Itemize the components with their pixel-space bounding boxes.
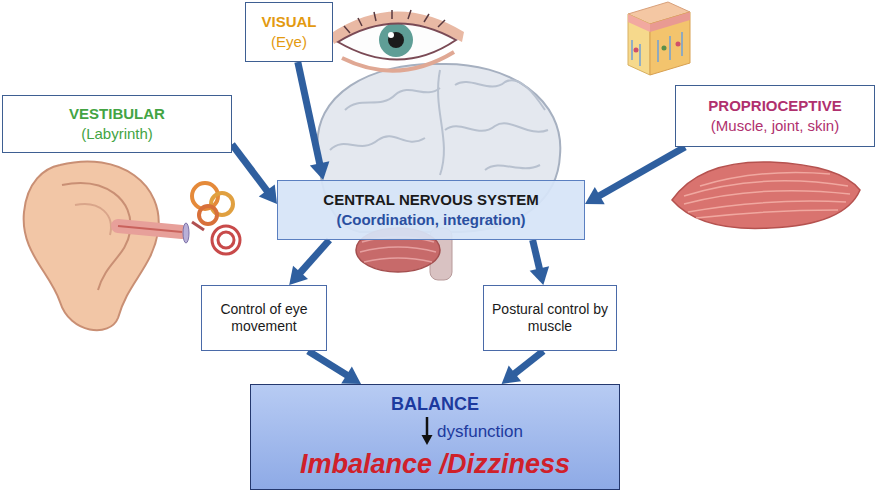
brain-illustration-part	[318, 64, 561, 232]
brain-illustration-part	[330, 136, 425, 150]
node-heading: Control of eye movement	[208, 301, 320, 335]
flow-arrow	[232, 144, 277, 204]
muscle-illustration-part	[684, 173, 850, 219]
skin-illustration-part	[632, 32, 682, 66]
node-heading: CENTRAL NERVOUS SYSTEM	[323, 191, 538, 209]
node-text: Imbalance /Dizziness	[300, 448, 570, 480]
eye-illustration-part	[344, 10, 445, 33]
skin-illustration-part	[650, 12, 690, 32]
flow-arrow	[530, 240, 549, 285]
flow-arrow-shaft	[232, 144, 269, 193]
eye-iris-part	[388, 32, 394, 38]
brain-illustration-part	[438, 70, 444, 175]
skin-illustration-part	[634, 48, 639, 53]
eye-illustration	[330, 10, 464, 71]
flow-arrow-head	[585, 187, 605, 204]
ear-illustration-part	[118, 226, 182, 232]
flow-arrow-head	[502, 366, 522, 384]
node-text: (Eye)	[271, 33, 307, 51]
node-text: (Muscle, joint, skin)	[711, 117, 839, 135]
ear-illustration-part	[24, 161, 159, 330]
sense-box: PROPRIOCEPTIVE (Muscle, joint, skin)	[675, 85, 875, 147]
node-text: (Coordination, integration)	[336, 211, 525, 229]
eye-illustration-part	[342, 52, 454, 71]
flow-arrow-shaft	[513, 351, 544, 375]
brain-illustration-part	[455, 80, 545, 110]
node-heading: BALANCE	[391, 394, 479, 416]
brain-illustration-part	[345, 88, 440, 110]
node-heading: Postural control by muscle	[490, 301, 610, 335]
flow-arrow	[308, 351, 361, 384]
sense-box: VESTIBULAR (Labyrinth)	[2, 95, 232, 153]
flow-arrow-head	[530, 266, 549, 285]
eye-iris	[379, 23, 413, 57]
node-heading: PROPRIOCEPTIVE	[708, 97, 841, 115]
brain-illustration-part	[360, 237, 436, 262]
flow-arrow	[502, 351, 544, 384]
flow-arrow	[289, 240, 329, 285]
node-text: dysfunction	[437, 422, 523, 442]
flow-arrow-head	[310, 161, 330, 180]
skin-illustration-part	[662, 46, 667, 51]
flow-arrow-head	[289, 266, 308, 285]
eye-illustration-part	[338, 23, 456, 59]
process-box: Postural control by muscle	[483, 285, 617, 351]
brain-illustration-part	[445, 123, 548, 131]
integration-box: CENTRAL NERVOUS SYSTEM (Coordination, int…	[277, 180, 585, 240]
eye-illustration-part	[338, 23, 456, 59]
ear-illustration-part	[62, 183, 131, 290]
ear-illustration-part	[199, 206, 217, 224]
down-arrow-head	[422, 435, 433, 445]
ear-illustration-part	[183, 223, 189, 243]
ear-illustration-part	[212, 226, 240, 254]
flow-arrow-shaft	[308, 351, 349, 377]
eye-iris-part	[388, 32, 404, 48]
dysfunction-row: dysfunction	[259, 416, 611, 446]
muscle-illustration	[672, 162, 860, 229]
node-heading: VISUAL	[261, 13, 316, 31]
ear-illustration-part	[75, 204, 111, 235]
flow-arrow-shaft	[533, 240, 540, 271]
down-arrow	[421, 417, 433, 445]
flow-arrow-head	[259, 184, 277, 204]
flow-arrow-shaft	[597, 147, 685, 197]
flow-arrow	[298, 62, 330, 180]
muscle-illustration-part	[672, 162, 860, 229]
flow-arrow-shaft	[299, 240, 330, 275]
brain-illustration	[318, 64, 561, 280]
down-arrow-shaft	[426, 417, 429, 436]
flow-arrow-shaft	[298, 62, 320, 166]
brain-illustration-part	[485, 165, 540, 170]
outcome-box: BALANCE dysfunctionImbalance /Dizziness	[250, 384, 620, 490]
skin-illustration	[628, 2, 690, 75]
flow-arrow-head	[341, 367, 361, 384]
sense-box: VISUAL (Eye)	[245, 2, 333, 62]
node-text: (Labyrinth)	[81, 125, 153, 143]
eye-iris-part	[379, 23, 413, 57]
ear-illustration-part	[118, 226, 182, 232]
skin-illustration-part	[628, 14, 650, 32]
skin-illustration-part	[676, 42, 681, 47]
ear-illustration-part	[192, 222, 204, 230]
process-box: Control of eye movement	[201, 285, 327, 351]
node-heading: VESTIBULAR	[69, 105, 165, 123]
flow-arrow	[585, 147, 685, 204]
